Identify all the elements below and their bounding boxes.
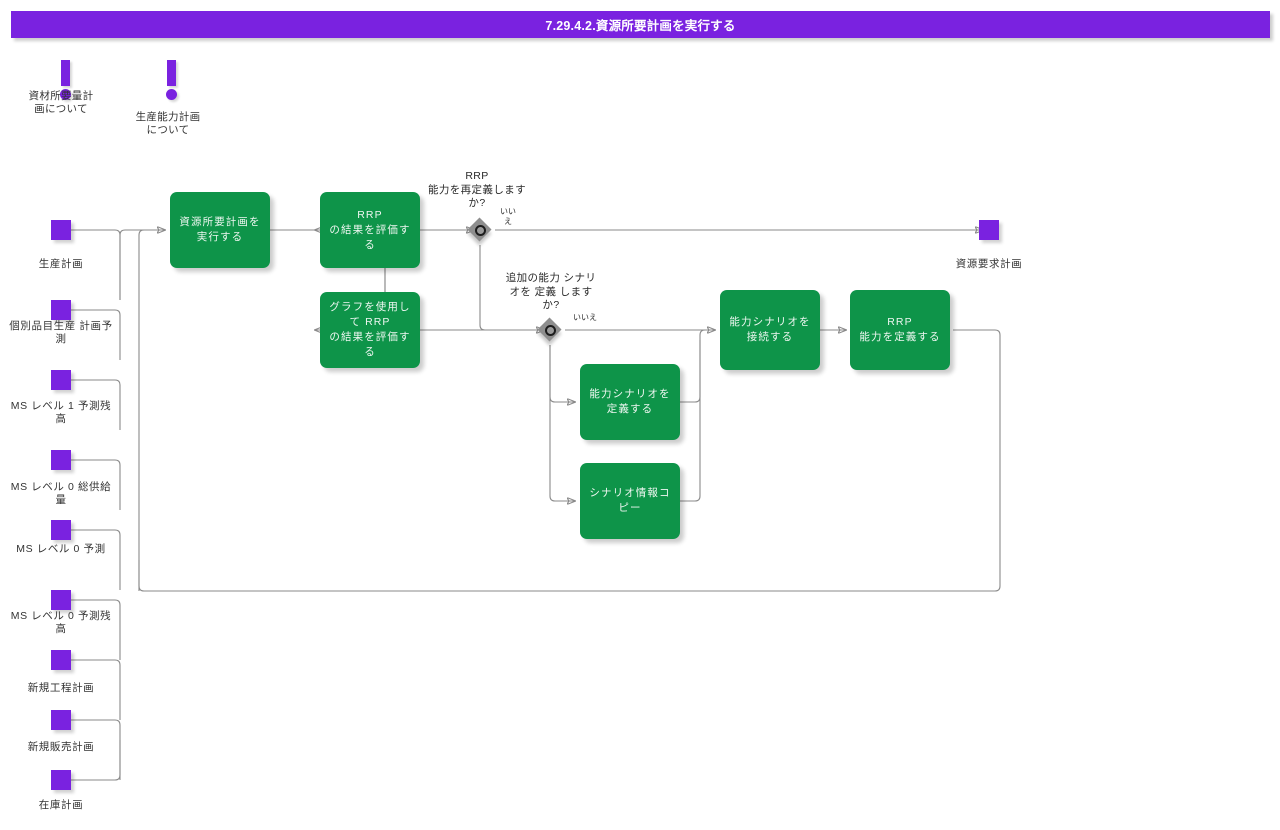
wire-box1-merge [680, 329, 715, 403]
decision-ring-icon [545, 325, 556, 336]
process-execute-rrp-label: 資源所要計画を実行する [179, 216, 261, 243]
wire-box2-merge [680, 340, 701, 502]
input-new-sales-plan-label: 新規販売計画 [27, 741, 95, 753]
process-define-capacity-scenario-label: 能力シナリオを定義する [589, 388, 671, 415]
process-evaluate-rrp-results[interactable]: RRP の結果を評価する [320, 192, 420, 268]
process-connect-capacity-scenario-label: 能力シナリオを接続する [729, 316, 811, 343]
process-evaluate-rrp-results-label: RRP の結果を評価する [329, 208, 411, 251]
exclamation-dot-icon [60, 89, 71, 100]
input-ms-level-0-total-supply[interactable] [51, 450, 71, 470]
process-copy-scenario-info-label: シナリオ情報コピー [589, 487, 671, 514]
exclamation-dot-icon [166, 89, 177, 100]
wire-d2-yes-box2 [549, 345, 575, 501]
note-capacity-label: 生産能力計画について [135, 111, 201, 136]
process-evaluate-rrp-results-graph[interactable]: グラフを使用して RRP の結果を評価する [320, 292, 420, 368]
note-mrp [54, 60, 78, 102]
wire-input-5 [71, 529, 121, 590]
window-title-bar: 7.29.4.2.資源所要計画を実行する [11, 11, 1270, 38]
process-copy-scenario-info[interactable]: シナリオ情報コピー [580, 463, 680, 539]
process-evaluate-rrp-results-graph-label: グラフを使用して RRP の結果を評価する [329, 301, 411, 358]
decision-redefine-rrp-capacity[interactable] [467, 217, 498, 248]
note-mrp-label: 資材所要量計画について [28, 90, 94, 115]
input-ms-level-0-forecast-label: MS レベル 0 予測 [16, 543, 106, 555]
decision-additional-capacity-scenario[interactable] [537, 317, 568, 348]
output-resource-requirement-plan[interactable] [979, 220, 999, 240]
decision-additional-capacity-scenario-label: 追加の能力 シナリオを 定義 します か? [505, 272, 597, 311]
process-execute-rrp[interactable]: 資源所要計画を実行する [170, 192, 270, 268]
input-item-production-forecast[interactable] [51, 300, 71, 320]
input-ms-level-1-forecast-balance[interactable] [51, 370, 71, 390]
input-new-process-plan-label: 新規工程計画 [27, 682, 95, 694]
exclamation-icon [167, 60, 176, 86]
exclamation-icon [61, 60, 70, 86]
input-ms-level-0-total-supply-label: MS レベル 0 総供給量 [10, 481, 112, 506]
input-new-sales-plan[interactable] [51, 710, 71, 730]
decision-ring-icon [475, 225, 486, 236]
process-define-rrp-capacity-label: RRP 能力を定義する [859, 316, 941, 343]
process-define-capacity-scenario[interactable]: 能力シナリオを定義する [580, 364, 680, 440]
input-new-process-plan[interactable] [51, 650, 71, 670]
decision-additional-capacity-scenario-branch: いいえ [573, 313, 597, 322]
input-production-plan-label: 生産計画 [38, 258, 84, 270]
input-item-production-forecast-label: 個別品目生産 計画予測 [9, 320, 113, 345]
input-ms-level-0-forecast[interactable] [51, 520, 71, 540]
input-production-plan[interactable] [51, 220, 71, 240]
process-define-rrp-capacity[interactable]: RRP 能力を定義する [850, 290, 950, 370]
decision-redefine-rrp-capacity-label: RRP 能力を再定義しますか? [427, 170, 527, 209]
input-ms-level-1-forecast-balance-label: MS レベル 1 予測残高 [10, 400, 112, 425]
output-resource-requirement-plan-label: 資源要求計画 [955, 258, 1023, 270]
wire-trunk-b [138, 230, 165, 591]
input-inventory-plan-label: 在庫計画 [38, 799, 84, 811]
input-inventory-plan[interactable] [51, 770, 71, 790]
page-title: 7.29.4.2.資源所要計画を実行する [545, 19, 736, 33]
decision-redefine-rrp-capacity-branch: いいえ [500, 207, 516, 226]
input-ms-level-0-forecast-balance[interactable] [51, 590, 71, 610]
note-capacity [160, 60, 184, 102]
input-ms-level-0-forecast-balance-label: MS レベル 0 予測残高 [10, 610, 112, 635]
wire-d2-yes-box1 [549, 345, 575, 402]
process-connect-capacity-scenario[interactable]: 能力シナリオを接続する [720, 290, 820, 370]
wire-trunk-a [119, 229, 165, 300]
